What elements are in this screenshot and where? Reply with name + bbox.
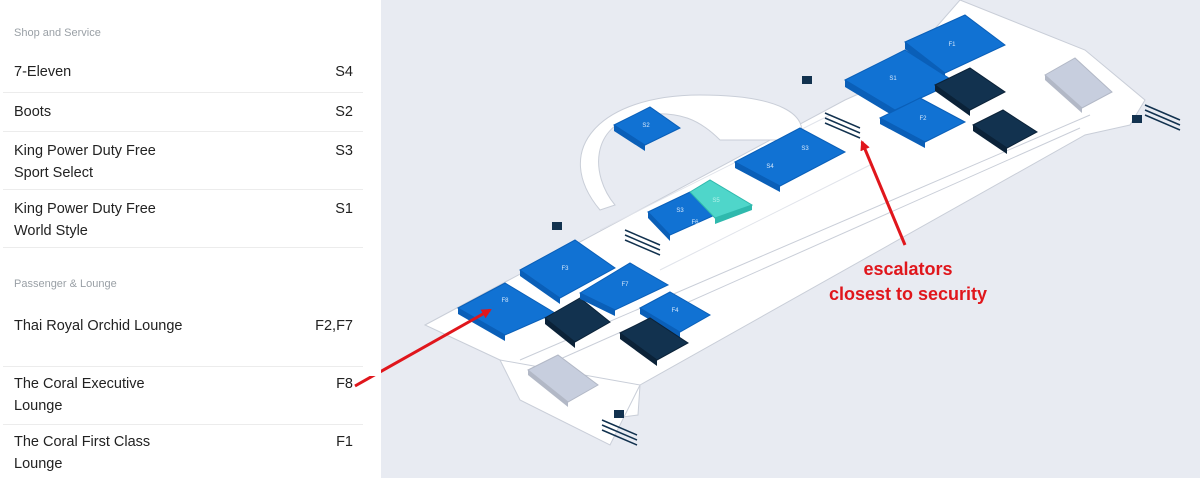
item-code: F2,F7 [315, 318, 353, 334]
label-s2: S2 [642, 123, 650, 129]
item-code: F8 [336, 376, 353, 392]
item-code: S2 [335, 104, 353, 120]
list-item[interactable]: King Power Duty Free World Style S1 [3, 190, 363, 248]
section-header-shop-service: Shop and Service [14, 27, 101, 39]
list-item[interactable]: The Coral Executive Lounge F8 [3, 367, 363, 425]
annotation-arrows [381, 140, 907, 374]
gray-blocks [527, 57, 1113, 407]
label-s4: S4 [766, 164, 774, 170]
label-f8: F8 [501, 298, 509, 304]
label-f4: F4 [671, 308, 679, 314]
label-f2: F2 [919, 116, 927, 122]
item-code: S1 [335, 201, 353, 217]
item-code: S3 [335, 143, 353, 159]
item-name: King Power Duty Free Sport Select [14, 143, 156, 181]
list-item[interactable]: Boots S2 [3, 93, 363, 132]
section-header-passenger-lounge: Passenger & Lounge [14, 278, 117, 290]
item-name: Boots [14, 104, 52, 120]
label-s3b: S3 [676, 208, 684, 214]
label-s3: S3 [801, 146, 809, 152]
small-markers [552, 76, 1142, 418]
annotation-line-2: closest to security [828, 284, 988, 304]
item-name: The Coral First Class Lounge [14, 434, 151, 472]
arrow-to-escalators [860, 140, 907, 246]
terminal-map-svg[interactable]: F1 S1 F2 S2 S4 S3 S5 S3 F6 F3 F8 F7 F4 [381, 0, 1200, 478]
label-s1: S1 [889, 76, 897, 82]
label-f1: F1 [948, 42, 956, 48]
annotation-line-1: escalators [863, 259, 953, 279]
terminal-map[interactable]: F1 S1 F2 S2 S4 S3 S5 S3 F6 F3 F8 F7 F4 [381, 0, 1200, 478]
escalator-markers [601, 104, 1181, 446]
item-code: S4 [335, 64, 353, 80]
label-f6: F6 [691, 220, 699, 226]
list-item[interactable]: Thai Royal Orchid Lounge F2,F7 [3, 309, 363, 367]
list-item[interactable]: 7-Eleven S4 [3, 53, 363, 93]
item-name: 7-Eleven [14, 64, 72, 80]
arrow-to-f8 [381, 308, 492, 374]
sidebar: Shop and Service 7-Eleven S4 Boots S2 Ki… [0, 0, 381, 478]
list-item[interactable]: King Power Duty Free Sport Select S3 [3, 132, 363, 190]
label-f3: F3 [561, 266, 569, 272]
item-name: The Coral Executive Lounge [14, 376, 145, 414]
list-item[interactable]: The Coral First Class Lounge F1 [3, 425, 363, 478]
item-name: King Power Duty Free World Style [14, 201, 156, 239]
label-f7: F7 [621, 282, 629, 288]
annotation-escalators: escalators closest to security [808, 257, 1008, 307]
block-labels: F1 S1 F2 S2 S4 S3 S5 S3 F6 F3 F8 F7 F4 [501, 42, 956, 314]
item-code: F1 [336, 434, 353, 450]
item-name: Thai Royal Orchid Lounge [14, 318, 183, 334]
label-s5: S5 [712, 198, 720, 204]
arrow-tail [354, 376, 376, 388]
lounge-blocks[interactable] [456, 14, 1038, 366]
